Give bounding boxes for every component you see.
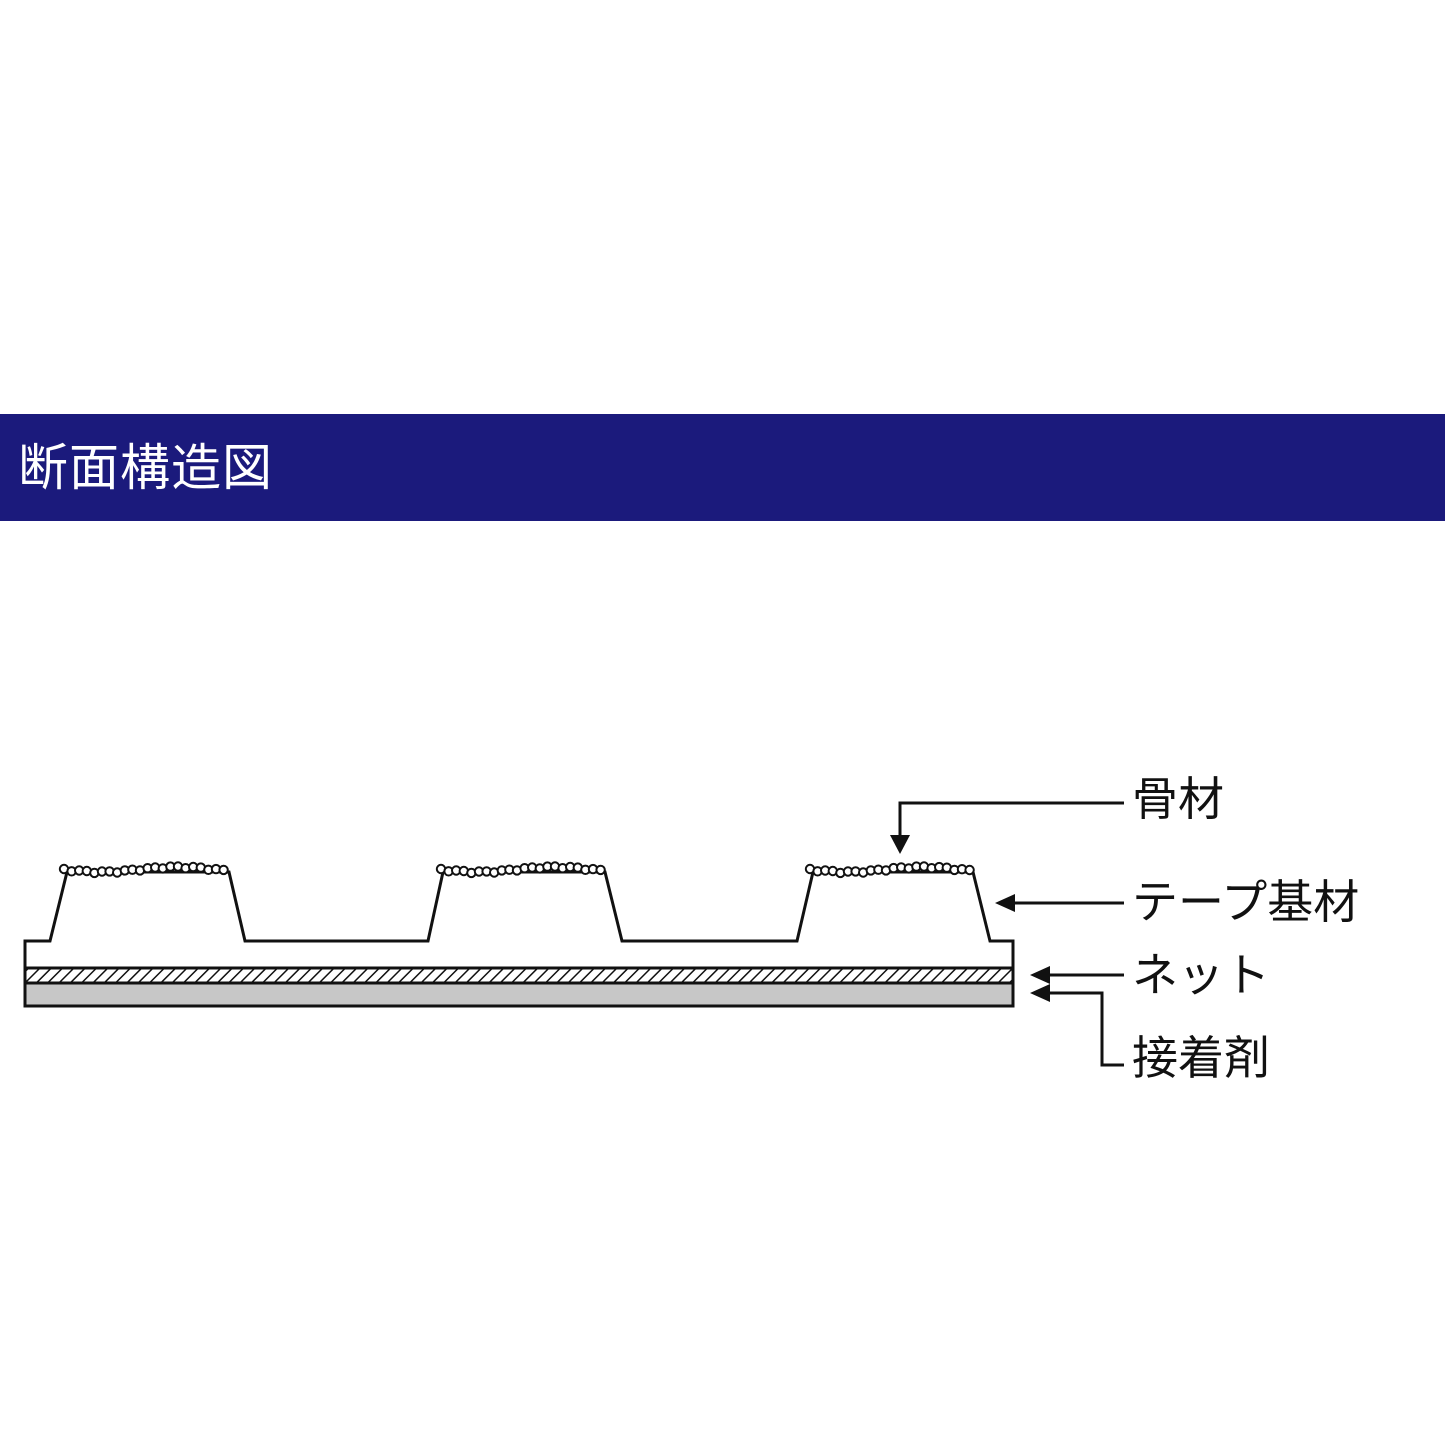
aggregate-leader-line (898, 801, 1124, 838)
label-aggregate: 骨材 (1132, 772, 1224, 826)
aggregate-particle (964, 864, 975, 876)
tape-base-layer (23, 870, 1015, 970)
aggregate-arrowhead (890, 835, 910, 854)
adhesive-layer (23, 981, 1015, 1008)
label-tape-base: テープ基材 (1132, 875, 1360, 929)
aggregate-particle (218, 864, 229, 876)
label-adhesive: 接着剤 (1132, 1031, 1270, 1085)
aggregate-particle (595, 864, 606, 876)
page-title: 断面構造図 (18, 439, 273, 497)
adhesive-leader-line (1048, 991, 1124, 1067)
net-arrowhead (1030, 966, 1050, 984)
net-layer (23, 966, 1015, 985)
tape-base-arrowhead (995, 894, 1015, 912)
title-bar: 断面構造図 (0, 414, 1445, 521)
adhesive-arrowhead (1030, 984, 1050, 1002)
aggregate-particles (58, 861, 975, 879)
label-net: ネット (1132, 948, 1270, 1002)
